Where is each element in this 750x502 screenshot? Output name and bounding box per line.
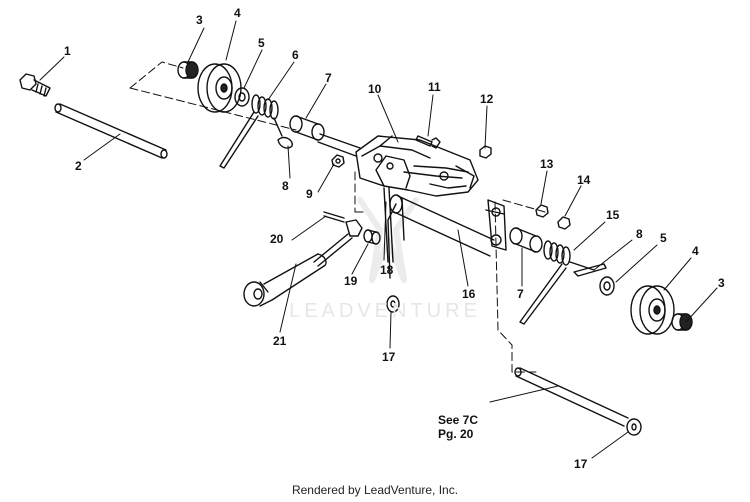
callout-2: 2	[75, 159, 82, 173]
callout-17-bottom: 17	[574, 457, 588, 471]
part-15-spring-right	[519, 240, 595, 325]
callout-6: 6	[292, 48, 299, 62]
callout-5-right: 5	[660, 231, 667, 245]
part-7-spacer-upper	[289, 115, 325, 141]
part-3-bushing-right	[671, 313, 693, 331]
part-4-wheel-left	[197, 63, 242, 113]
upper-axle	[317, 133, 361, 157]
part-2-rod	[54, 103, 168, 159]
part-8-clip-upper	[277, 136, 293, 149]
callout-8-right: 8	[636, 227, 643, 241]
part-8-clip-lower	[573, 263, 607, 277]
reference-note-line2: Pg. 20	[438, 427, 474, 441]
part-1-bolt	[19, 73, 51, 97]
part-19-pin	[363, 229, 381, 245]
right-side-plate	[485, 199, 507, 251]
part-17-washer-middle	[386, 295, 400, 313]
callout-16: 16	[462, 287, 476, 301]
callout-9: 9	[306, 187, 313, 201]
callout-10: 10	[368, 82, 382, 96]
reference-note-line1: See 7C	[438, 413, 479, 427]
part-7-spacer-lower	[509, 227, 543, 253]
part-14-nut	[557, 216, 571, 230]
callout-7-top: 7	[325, 71, 332, 85]
callout-3-top: 3	[196, 13, 203, 27]
callout-14: 14	[577, 173, 591, 187]
callout-1: 1	[64, 44, 71, 58]
callout-17-middle: 17	[382, 350, 396, 364]
callout-3-right: 3	[718, 276, 725, 290]
callout-18: 18	[380, 263, 394, 277]
callout-20: 20	[270, 232, 284, 246]
part-20-pin	[323, 211, 345, 223]
callout-13: 13	[540, 157, 554, 171]
part-18-pin	[383, 187, 394, 263]
alignment-lines	[129, 61, 546, 373]
callout-7-lower: 7	[517, 287, 524, 301]
lower-rod	[514, 367, 629, 427]
part-3-bushing-left	[177, 61, 199, 79]
part-6-spring-left	[219, 94, 283, 169]
callout-5-top: 5	[258, 36, 265, 50]
part-5-washer-right	[599, 276, 615, 296]
callout-21: 21	[273, 334, 287, 348]
callout-12: 12	[480, 92, 494, 106]
watermark-text: LEADVENTURE	[289, 300, 481, 322]
part-4-wheel-right	[630, 285, 675, 335]
footer-credit: Rendered by LeadVenture, Inc.	[291, 483, 459, 497]
callout-19: 19	[344, 274, 358, 288]
part-21-cylinder	[243, 219, 363, 307]
part-11-bolt	[415, 135, 441, 149]
callout-15: 15	[606, 208, 620, 222]
part-17-washer-bottom	[626, 418, 642, 436]
callout-8-top: 8	[282, 179, 289, 193]
part-13-nut	[535, 204, 549, 218]
part-5-washer-left	[234, 87, 250, 107]
callout-4-right: 4	[692, 244, 699, 258]
leader-lines	[39, 20, 718, 459]
part-10-pivot-bracket	[355, 135, 479, 197]
callout-11: 11	[428, 80, 441, 94]
callout-4-top: 4	[234, 6, 241, 20]
